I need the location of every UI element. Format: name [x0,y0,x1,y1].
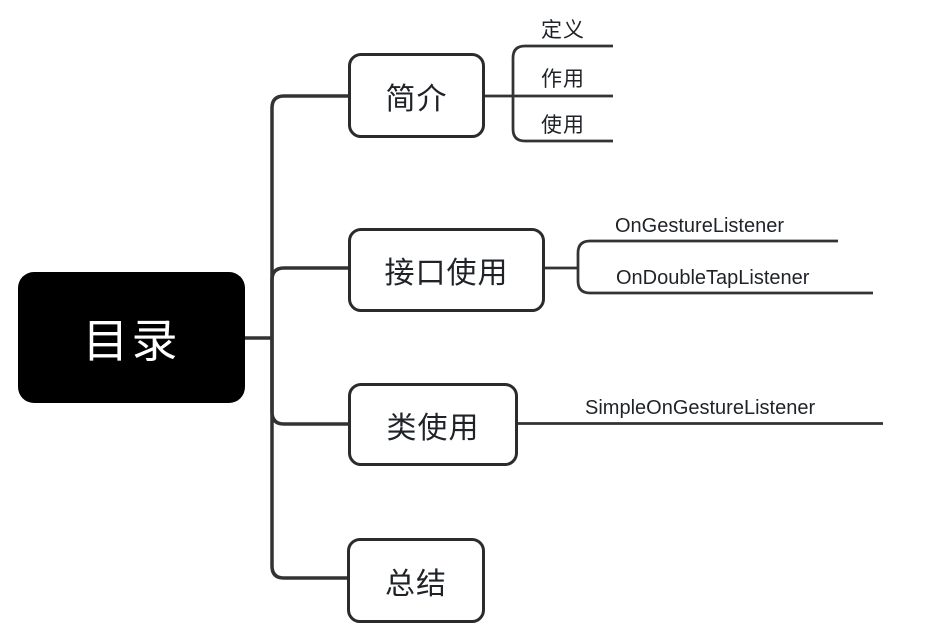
node-introduction[interactable]: 简介 [348,53,485,138]
root-node-label: 目录 [82,314,181,367]
node-class-usage-label: 类使用 [386,411,480,445]
node-summary-label: 总结 [385,567,447,601]
node-class-usage[interactable]: 类使用 [348,383,518,466]
leaf-usage[interactable]: 使用 [541,114,585,137]
node-interface-usage[interactable]: 接口使用 [348,228,545,312]
leaf-ongesturelistener[interactable]: OnGestureListener [615,215,784,237]
leaf-function[interactable]: 作用 [541,68,585,91]
node-summary[interactable]: 总结 [347,538,485,623]
leaf-simpleongesturelistener[interactable]: SimpleOnGestureListener [585,397,816,419]
leaf-ondoubletaplistener[interactable]: OnDoubleTapListener [616,267,810,289]
root-node[interactable]: 目录 [18,272,245,403]
node-interface-usage-label: 接口使用 [384,257,509,290]
leaf-definition[interactable]: 定义 [541,19,585,42]
node-introduction-label: 简介 [385,82,448,116]
